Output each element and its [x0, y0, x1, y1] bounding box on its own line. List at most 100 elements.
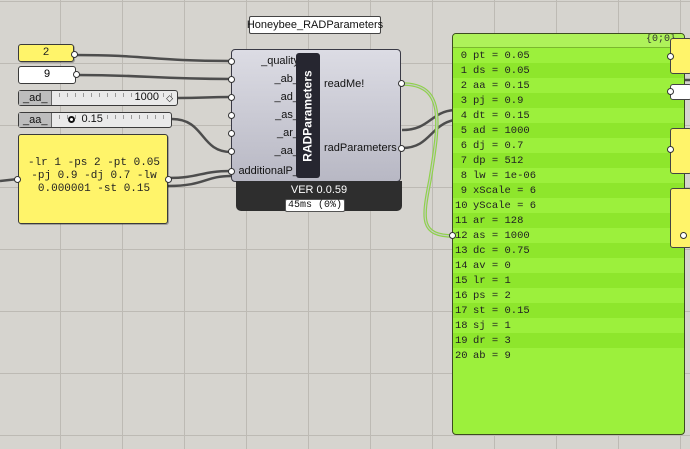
wire-quality [73, 53, 232, 63]
input-port-ad[interactable] [228, 94, 235, 101]
output-row-text: pj = 0.9 [473, 94, 524, 107]
output-row: 18 sj = 1 [453, 318, 684, 333]
output-row: 15 lr = 1 [453, 273, 684, 288]
output-panel-path: {0;0} [453, 34, 684, 48]
output-readme[interactable]: readMe! [324, 78, 365, 90]
rad-parameters-component[interactable]: _quality _ab_ _ad_ _as_ _ar_ _aa_ additi… [231, 49, 401, 182]
input-port-additional[interactable] [228, 168, 235, 175]
output-row-index: 0 [460, 49, 467, 62]
wire-rad-out [401, 118, 455, 150]
right-node-port-1[interactable] [667, 53, 674, 60]
output-row-text: sj = 1 [473, 319, 511, 332]
right-node-port-4[interactable] [680, 232, 687, 239]
output-row-index: 10 [455, 199, 468, 212]
component-title: Honeybee_RADParameters [247, 16, 383, 34]
version-text: VER 0.0.59 [290, 184, 348, 196]
aa-slider-value: 0.15 [79, 113, 105, 125]
output-row: 9 xScale = 6 [453, 183, 684, 198]
ad-slider-label: _ad_ [19, 91, 53, 105]
output-row-text: ab = 9 [473, 349, 511, 362]
output-row-index: 11 [455, 214, 468, 227]
ad-slider-grip-icon[interactable]: ◇ [166, 93, 173, 103]
output-row-text: xScale = 6 [473, 184, 537, 197]
output-row-index: 17 [455, 304, 468, 317]
component-name: RADParameters [301, 69, 316, 162]
right-node-port-2[interactable] [667, 88, 674, 95]
input-quality[interactable]: _quality [261, 55, 299, 67]
output-panel-input-port[interactable] [449, 232, 456, 239]
quality-panel[interactable]: 2 [18, 44, 74, 62]
output-row-index: 8 [460, 169, 467, 182]
input-port-aa[interactable] [228, 148, 235, 155]
output-row: 13 dc = 0.75 [453, 243, 684, 258]
additional-panel-input-port[interactable] [14, 176, 21, 183]
wire-ab [75, 73, 232, 81]
output-row: 19 dr = 3 [453, 333, 684, 348]
input-ab[interactable]: _ab_ [274, 73, 299, 85]
input-additional[interactable]: additionalP_ [238, 165, 299, 177]
output-port-readme[interactable] [398, 80, 405, 87]
input-port-as[interactable] [228, 112, 235, 119]
input-ar[interactable]: _ar_ [276, 127, 299, 139]
output-row: 1 ds = 0.05 [453, 63, 684, 78]
additional-params-panel[interactable]: -lr 1 -ps 2 -pt 0.05 -pj 0.9 -dj 0.7 -lw… [18, 134, 168, 224]
output-row-index: 19 [455, 334, 468, 347]
additional-panel-output-port[interactable] [165, 176, 172, 183]
wire-aa [171, 117, 232, 154]
output-row-index: 4 [460, 109, 467, 122]
output-row-index: 1 [460, 64, 467, 77]
ad-slider-track[interactable]: 1000 ◇ [52, 91, 177, 105]
output-row-index: 18 [455, 319, 468, 332]
ad-slider[interactable]: _ad_ 1000 ◇ [18, 90, 178, 106]
input-port-quality[interactable] [228, 58, 235, 65]
output-row-text: aa = 0.15 [473, 79, 530, 92]
output-row-index: 6 [460, 139, 467, 152]
ab-value: 9 [43, 69, 51, 81]
output-row-index: 5 [460, 124, 467, 137]
wire-additional [167, 169, 232, 180]
input-ad[interactable]: _ad_ [274, 91, 299, 103]
aa-slider-track[interactable]: 0.15 [52, 113, 171, 127]
input-aa[interactable]: _aa_ [274, 145, 299, 157]
output-row-text: dc = 0.75 [473, 244, 530, 257]
input-port-ar[interactable] [228, 130, 235, 137]
input-port-ab[interactable] [228, 76, 235, 83]
output-row-text: ds = 0.05 [473, 64, 530, 77]
output-row-index: 13 [455, 244, 468, 257]
output-row-text: av = 0 [473, 259, 511, 272]
output-row: 2 aa = 0.15 [453, 78, 684, 93]
output-port-rad-parameters[interactable] [398, 145, 405, 152]
output-row-text: dr = 3 [473, 334, 511, 347]
output-rad-parameters[interactable]: radParameters [324, 142, 397, 154]
additional-params-text: -lr 1 -ps 2 -pt 0.05 -pj 0.9 -dj 0.7 -lw… [27, 157, 161, 195]
output-row-index: 14 [455, 259, 468, 272]
aa-slider[interactable]: _aa_ 0.15 [18, 112, 172, 128]
output-row: 5 ad = 1000 [453, 123, 684, 138]
output-row: 6 dj = 0.7 [453, 138, 684, 153]
right-node-port-3[interactable] [667, 146, 674, 153]
component-name-bar: RADParameters [296, 53, 320, 178]
output-row-index: 20 [455, 349, 468, 362]
ab-panel[interactable]: 9 [18, 66, 76, 84]
quality-panel-output-port[interactable] [71, 51, 78, 58]
wire-ad [177, 95, 232, 100]
aa-slider-label: _aa_ [19, 113, 53, 127]
output-row-text: lr = 1 [473, 274, 511, 287]
input-as[interactable]: _as_ [275, 109, 299, 121]
output-row-text: dj = 0.7 [473, 139, 524, 152]
wire-readme-selected [401, 82, 455, 238]
output-row-index: 15 [455, 274, 468, 287]
ad-slider-value: 1000 [132, 91, 161, 103]
output-row-text: ad = 1000 [473, 124, 530, 137]
right-edge-node-bottom[interactable] [670, 188, 690, 248]
output-row-index: 2 [460, 79, 467, 92]
aa-slider-grip-icon[interactable] [68, 116, 76, 123]
output-row-index: 9 [460, 184, 467, 197]
ab-panel-output-port[interactable] [73, 71, 80, 78]
